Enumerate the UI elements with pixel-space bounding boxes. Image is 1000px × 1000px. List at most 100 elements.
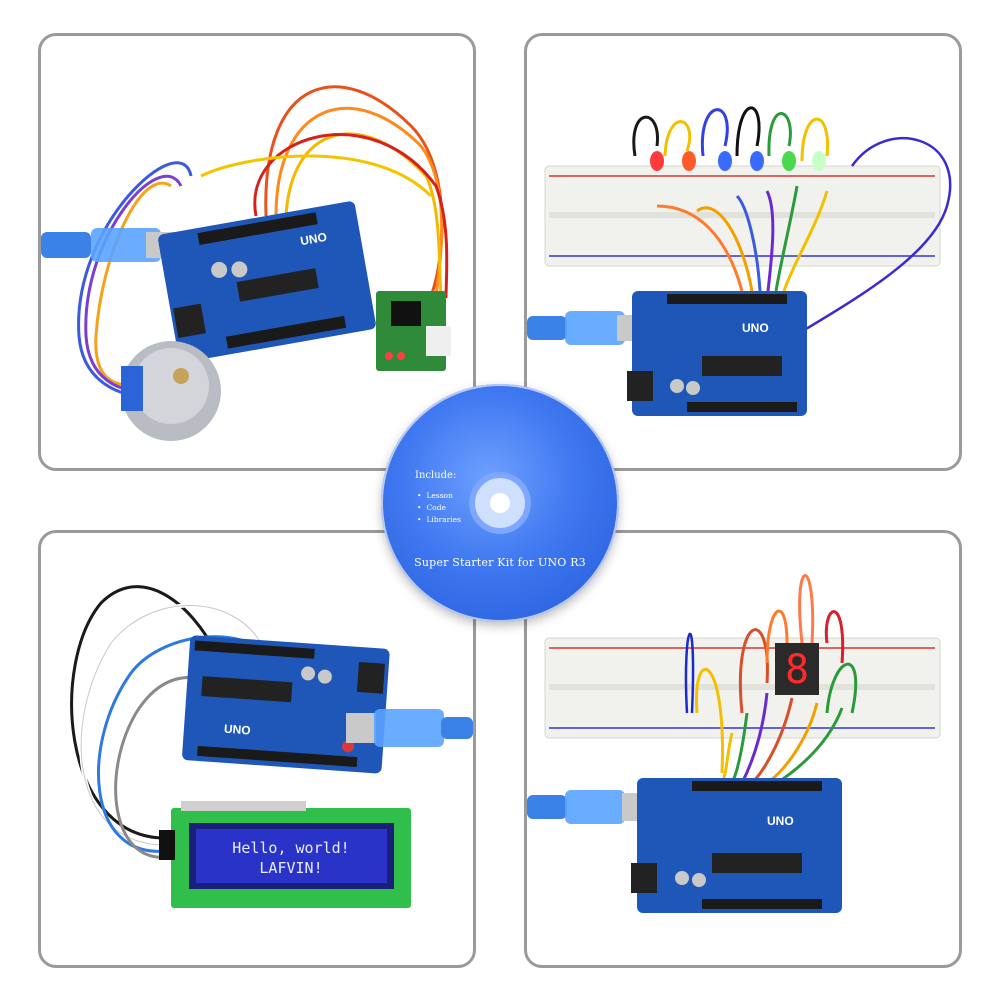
usb-cable (527, 316, 567, 340)
lcd-scene: UNO Hello, world! LAFVIN! (70, 585, 473, 908)
led (385, 352, 393, 360)
uno-label: UNO (742, 321, 769, 335)
wire-white (80, 605, 262, 846)
jumper (684, 632, 695, 714)
chip (236, 268, 319, 302)
motor-cap (121, 366, 143, 411)
motor-face (133, 348, 209, 424)
jumper (825, 662, 858, 714)
header-power (194, 640, 315, 659)
power-jack (627, 371, 653, 401)
capacitor (686, 381, 700, 395)
lcd-line-1: Hello, world! (232, 839, 349, 857)
wire (735, 194, 762, 292)
arduino-board (637, 778, 842, 913)
panel-leds: UNO (524, 33, 962, 471)
wire-blue (97, 635, 273, 853)
wire-motor-1 (94, 181, 172, 388)
breadboard-gap (549, 684, 935, 690)
disc-include-title: Include: (415, 470, 457, 481)
power-jack (173, 303, 206, 339)
led-green (782, 151, 796, 171)
usb-plug (565, 311, 625, 345)
disc-contents-list: Lesson Code Libraries (417, 490, 461, 526)
capacitor (231, 261, 248, 278)
wire (765, 190, 775, 292)
i2c-connector (159, 830, 175, 860)
uno-label: UNO (299, 230, 328, 248)
software-disc: Include: Lesson Code Libraries Super Sta… (381, 384, 619, 622)
jumper (824, 610, 845, 664)
capacitor (301, 666, 316, 681)
motor-shaft (173, 368, 189, 384)
chip (201, 676, 293, 703)
usb-connector (346, 713, 376, 743)
wire-red (253, 133, 449, 299)
capacitor (675, 871, 689, 885)
usb-plug (91, 228, 161, 262)
driver-connector (426, 326, 451, 356)
led-blue (718, 151, 732, 171)
uno-label: UNO (224, 722, 252, 738)
header-digital (667, 294, 787, 304)
led-white (812, 151, 826, 171)
header-digital (692, 781, 822, 791)
chip (712, 853, 802, 873)
led-blue (750, 151, 764, 171)
jumper (798, 574, 815, 644)
usb-cable (41, 232, 91, 258)
wire (774, 185, 799, 292)
lcd-line-2: LAFVIN! (259, 859, 322, 877)
header-analog (225, 315, 347, 349)
capacitor (692, 873, 706, 887)
jumper (700, 108, 729, 157)
panel-lcd: UNO Hello, world! LAFVIN! (38, 530, 476, 968)
jumper (767, 112, 792, 157)
wire-motor-2 (84, 174, 183, 393)
wire-motor-4 (200, 154, 433, 198)
wire-gray (114, 676, 217, 859)
usb-cable (527, 795, 567, 819)
seven-segment-display (775, 643, 819, 695)
led-red (650, 151, 664, 171)
stepper-scene: UNO (41, 85, 451, 441)
reset-button (342, 740, 355, 753)
wire (782, 190, 829, 292)
jumper (695, 668, 724, 774)
arduino-board (182, 635, 390, 774)
panel-stepper-motor: UNO (38, 33, 476, 471)
chip (702, 356, 782, 376)
header-analog (702, 899, 822, 909)
panel-seven-segment: 8 UNO (524, 530, 962, 968)
power-jack (631, 863, 657, 893)
lcd-screen (196, 829, 387, 883)
capacitor (211, 261, 228, 278)
wire-motor-3 (77, 161, 193, 398)
header-digital (197, 212, 318, 245)
capacitor (317, 669, 332, 684)
led (397, 352, 405, 360)
arduino-board (632, 291, 807, 416)
seven-seg-scene: 8 UNO (527, 574, 941, 913)
usb-plug (374, 709, 444, 747)
jumper (663, 120, 692, 157)
leds-scene: UNO (527, 106, 952, 416)
disc-kit-title: Super Starter Kit for UNO R3 (414, 556, 586, 569)
jumper (800, 117, 830, 162)
usb-cable (441, 717, 473, 739)
wire (696, 206, 754, 292)
led-red (682, 151, 696, 171)
wire (656, 204, 744, 292)
lcd-pins (181, 801, 306, 811)
disc-center-hole (490, 493, 510, 513)
driver-chip (391, 301, 421, 326)
jumper (765, 609, 789, 664)
header-analog (687, 402, 797, 412)
usb-plug (565, 790, 625, 824)
disc-center-ring (475, 478, 525, 528)
wire-yellow (284, 132, 443, 299)
uno-label: UNO (767, 814, 794, 828)
disc-item-code: Code (417, 502, 461, 514)
disc-item-libraries: Libraries (417, 514, 461, 526)
header-digital (197, 745, 358, 768)
